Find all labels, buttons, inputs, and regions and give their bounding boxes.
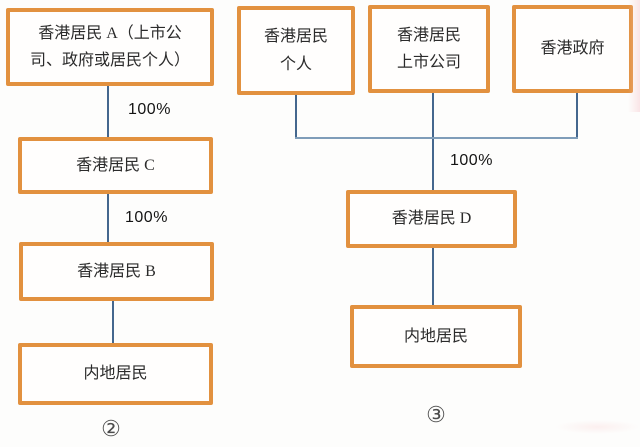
connector-b-to-mainland [112,301,114,343]
connector-c-to-b [107,194,109,242]
caption-diagram-2: ② [101,416,121,441]
edge-label-a-to-c: 100% [128,101,171,118]
node-hk-resident-a: 香港居民 A（上市公 司、政府或居民个人） [6,8,214,86]
connector-listed-to-d [432,93,434,190]
node-hk-listed-company: 香港居民 上市公司 [368,5,490,93]
connector-d-to-mainland [432,248,434,305]
node-hk-government: 香港政府 [512,5,633,93]
edge-label-c-to-b: 100% [125,209,168,226]
pink-scan-artifact-smear [555,420,640,434]
node-hk-resident-c: 香港居民 C [18,137,213,194]
node-hk-resident-d: 香港居民 D [346,190,517,248]
node-mainland-resident-right: 内地居民 [350,305,522,368]
caption-diagram-3: ③ [426,402,446,427]
node-mainland-resident-left: 内地居民 [18,343,213,405]
connector-individual-to-bus [295,95,297,139]
connector-bus-horizontal [295,137,578,139]
node-hk-resident-b: 香港居民 B [19,242,214,301]
node-hk-individual: 香港居民 个人 [237,6,355,95]
connector-a-to-c [107,86,109,137]
edge-label-group-to-d: 100% [450,152,493,169]
connector-government-to-bus [576,93,578,139]
